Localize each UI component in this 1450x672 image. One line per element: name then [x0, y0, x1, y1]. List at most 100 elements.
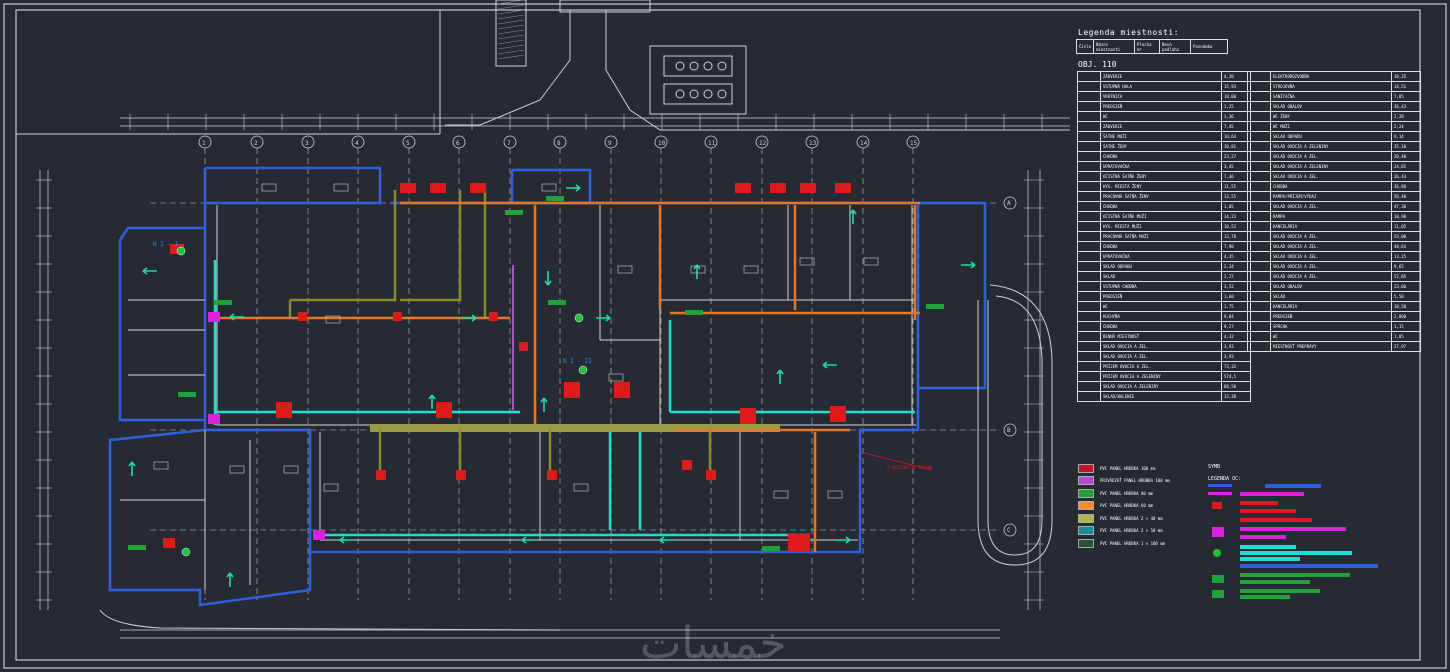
- room-number: [1077, 71, 1101, 82]
- room-name: SKLAD ODPADU: [1270, 131, 1392, 142]
- room-number: [1077, 101, 1101, 112]
- room-name: RAMPA/PRÍJEM/VÝDAJ: [1270, 191, 1392, 202]
- room-row: SKLAD OVOCIA A ZEL.3,93: [1077, 341, 1251, 352]
- room-name: OČISTNÁ ŠATŇA ŽENY: [1100, 171, 1222, 182]
- hatch-line: [497, 39, 525, 45]
- room-area: 88,50: [1221, 381, 1251, 392]
- unit-marker: [519, 342, 528, 351]
- hatch-line: [497, 49, 525, 55]
- tank-enclosure: [649, 45, 747, 115]
- hatch-line: [497, 24, 525, 30]
- room-number: [1077, 381, 1101, 392]
- room-number: [1077, 241, 1101, 252]
- room-name: SANITAČNA: [1270, 91, 1392, 102]
- room-area: 23,60: [1391, 281, 1421, 292]
- room-name: SPRCHA: [1270, 321, 1392, 332]
- room-area: 36,43: [1391, 101, 1421, 112]
- room-name: UPRATOVAČKA: [1100, 161, 1222, 172]
- symbol-swatch: [1208, 492, 1232, 495]
- exit-arrow: [849, 209, 857, 224]
- access-road: [605, 10, 1070, 131]
- room-row: PRÍJEM OVOCIA A ZEL.73,32: [1077, 361, 1251, 372]
- symbol-legend-bar: [1240, 535, 1286, 539]
- evaporator-unit: [770, 183, 786, 193]
- room-area: 5,50: [1391, 291, 1421, 302]
- room-name: CHODBA: [1100, 151, 1222, 162]
- unit-marker: [456, 470, 466, 480]
- room-number: [1077, 131, 1101, 142]
- room-number: [1247, 201, 1271, 212]
- room-area: 73,32: [1221, 361, 1251, 372]
- room-area: 2,000: [1391, 311, 1421, 322]
- room-number: [1247, 271, 1271, 282]
- room-name: KANCELÁRIA: [1270, 221, 1392, 232]
- room-number: [1247, 331, 1271, 342]
- tank-symbol: [675, 89, 685, 99]
- room-name: VSTUPNÁ CHODBA: [1100, 281, 1222, 292]
- room-row: SKLAD OVOCIA A ZEL.53,00: [1247, 231, 1421, 242]
- room-area: 52,85: [1391, 271, 1421, 282]
- room-tag: [743, 265, 759, 274]
- room-number: [1077, 271, 1101, 282]
- room-name: SKLAD OVOCIA A ZEL.: [1270, 231, 1392, 242]
- room-number: [1077, 211, 1101, 222]
- symbol-legend-bar: [1240, 501, 1278, 505]
- room-number: [1247, 281, 1271, 292]
- tank-symbol: [689, 61, 699, 71]
- sensor-symbol: [574, 313, 584, 323]
- room-name: VRÁTNICA: [1100, 91, 1222, 102]
- exit-arrow: [462, 314, 477, 322]
- green-marker: [546, 196, 564, 201]
- panel-swatch: [1078, 488, 1094, 498]
- room-name: PREDSIEŇ: [1100, 101, 1222, 112]
- sensor-symbol: [578, 365, 588, 375]
- symbol-legend-bar: [1240, 557, 1300, 561]
- room-number: [1247, 91, 1271, 102]
- grid-column-label: 15: [910, 140, 918, 147]
- room-number: [1247, 231, 1271, 242]
- green-marker: [178, 392, 196, 397]
- room-name: RAMPA: [1270, 211, 1392, 222]
- evaporator-unit: [430, 183, 446, 193]
- room-name: MIESTNOSŤ PREPRAVY: [1270, 341, 1392, 352]
- symbol-legend-bar: [1240, 573, 1350, 577]
- room-tag: [773, 490, 789, 499]
- exterior-wall: [108, 428, 312, 607]
- magenta-box: [208, 414, 220, 424]
- grid-bubble: [503, 135, 517, 149]
- symbol-swatch: [1212, 502, 1222, 509]
- grid-bubble: [250, 135, 264, 149]
- access-road: [445, 10, 571, 126]
- room-name: HYG. MIESTA MUŽI: [1100, 221, 1222, 232]
- cooling-unit: [564, 382, 580, 398]
- room-name: PRACOVNÁ ŠATŇA MUŽI: [1100, 231, 1222, 242]
- unit-marker: [376, 470, 386, 480]
- exit-arrow: [226, 572, 234, 587]
- room-area: 574,5: [1221, 371, 1251, 382]
- panel-swatch: [1078, 463, 1094, 473]
- room-number: [1247, 71, 1271, 82]
- hatch-line: [497, 19, 525, 25]
- room-name: SKLAD: [1100, 271, 1222, 282]
- room-number: [1247, 261, 1271, 272]
- room-area: 1,15: [1391, 321, 1421, 332]
- cooling-unit: [276, 402, 292, 418]
- symbol-legend-bar: [1240, 564, 1378, 568]
- symbol-legend-bar: [1265, 484, 1321, 488]
- tank-row: [663, 83, 733, 105]
- panel-legend-item: PRIVÁDZAŤ PANEL HRÚBKA 100 mm: [1078, 475, 1170, 488]
- ramp-road: [977, 284, 1053, 566]
- panel-legend-item: PVC PANEL HRÚBKA 80 mm: [1078, 487, 1170, 500]
- exit-arrow: [566, 184, 581, 192]
